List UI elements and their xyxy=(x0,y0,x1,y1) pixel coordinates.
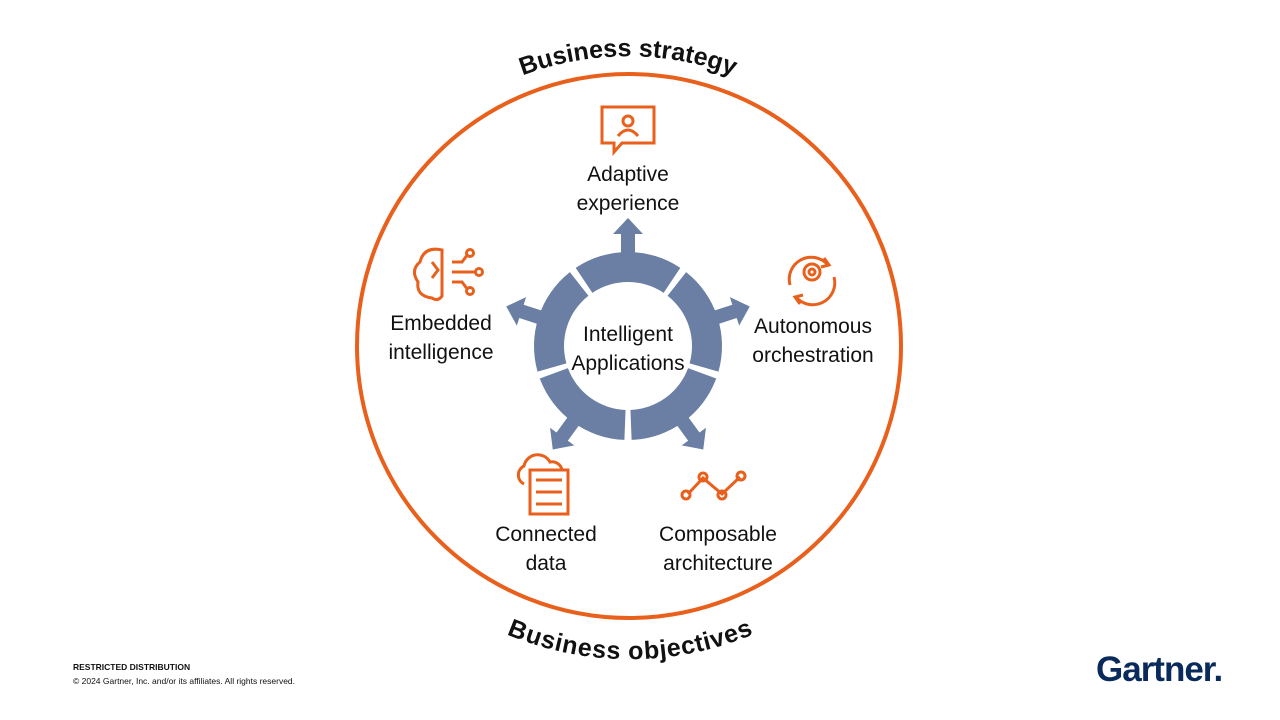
connected-nodes-icon xyxy=(680,470,747,501)
arrow xyxy=(613,218,643,256)
arc-label-bottom: Business objectives xyxy=(504,614,756,666)
wheel xyxy=(506,218,750,450)
cloud-server-icon xyxy=(516,453,570,516)
wheel-segment xyxy=(667,272,722,372)
wheel-segment xyxy=(534,272,589,372)
restricted-distribution: RESTRICTED DISTRIBUTION xyxy=(73,662,191,672)
gartner-logo: Gartner. xyxy=(1096,650,1223,689)
copyright: © 2024 Gartner, Inc. and/or its affiliat… xyxy=(73,676,296,686)
outer-ring xyxy=(355,72,903,620)
brain-circuit-icon xyxy=(413,247,484,302)
wheel-segment xyxy=(539,368,626,440)
arrow xyxy=(506,297,545,326)
wheel-segment xyxy=(630,368,717,440)
arrow xyxy=(711,297,750,326)
wheel-segment xyxy=(575,251,681,293)
arrow xyxy=(675,414,706,450)
arrow xyxy=(550,414,581,450)
gear-cycle-icon xyxy=(787,255,837,307)
presenter-chat-icon xyxy=(600,105,656,156)
